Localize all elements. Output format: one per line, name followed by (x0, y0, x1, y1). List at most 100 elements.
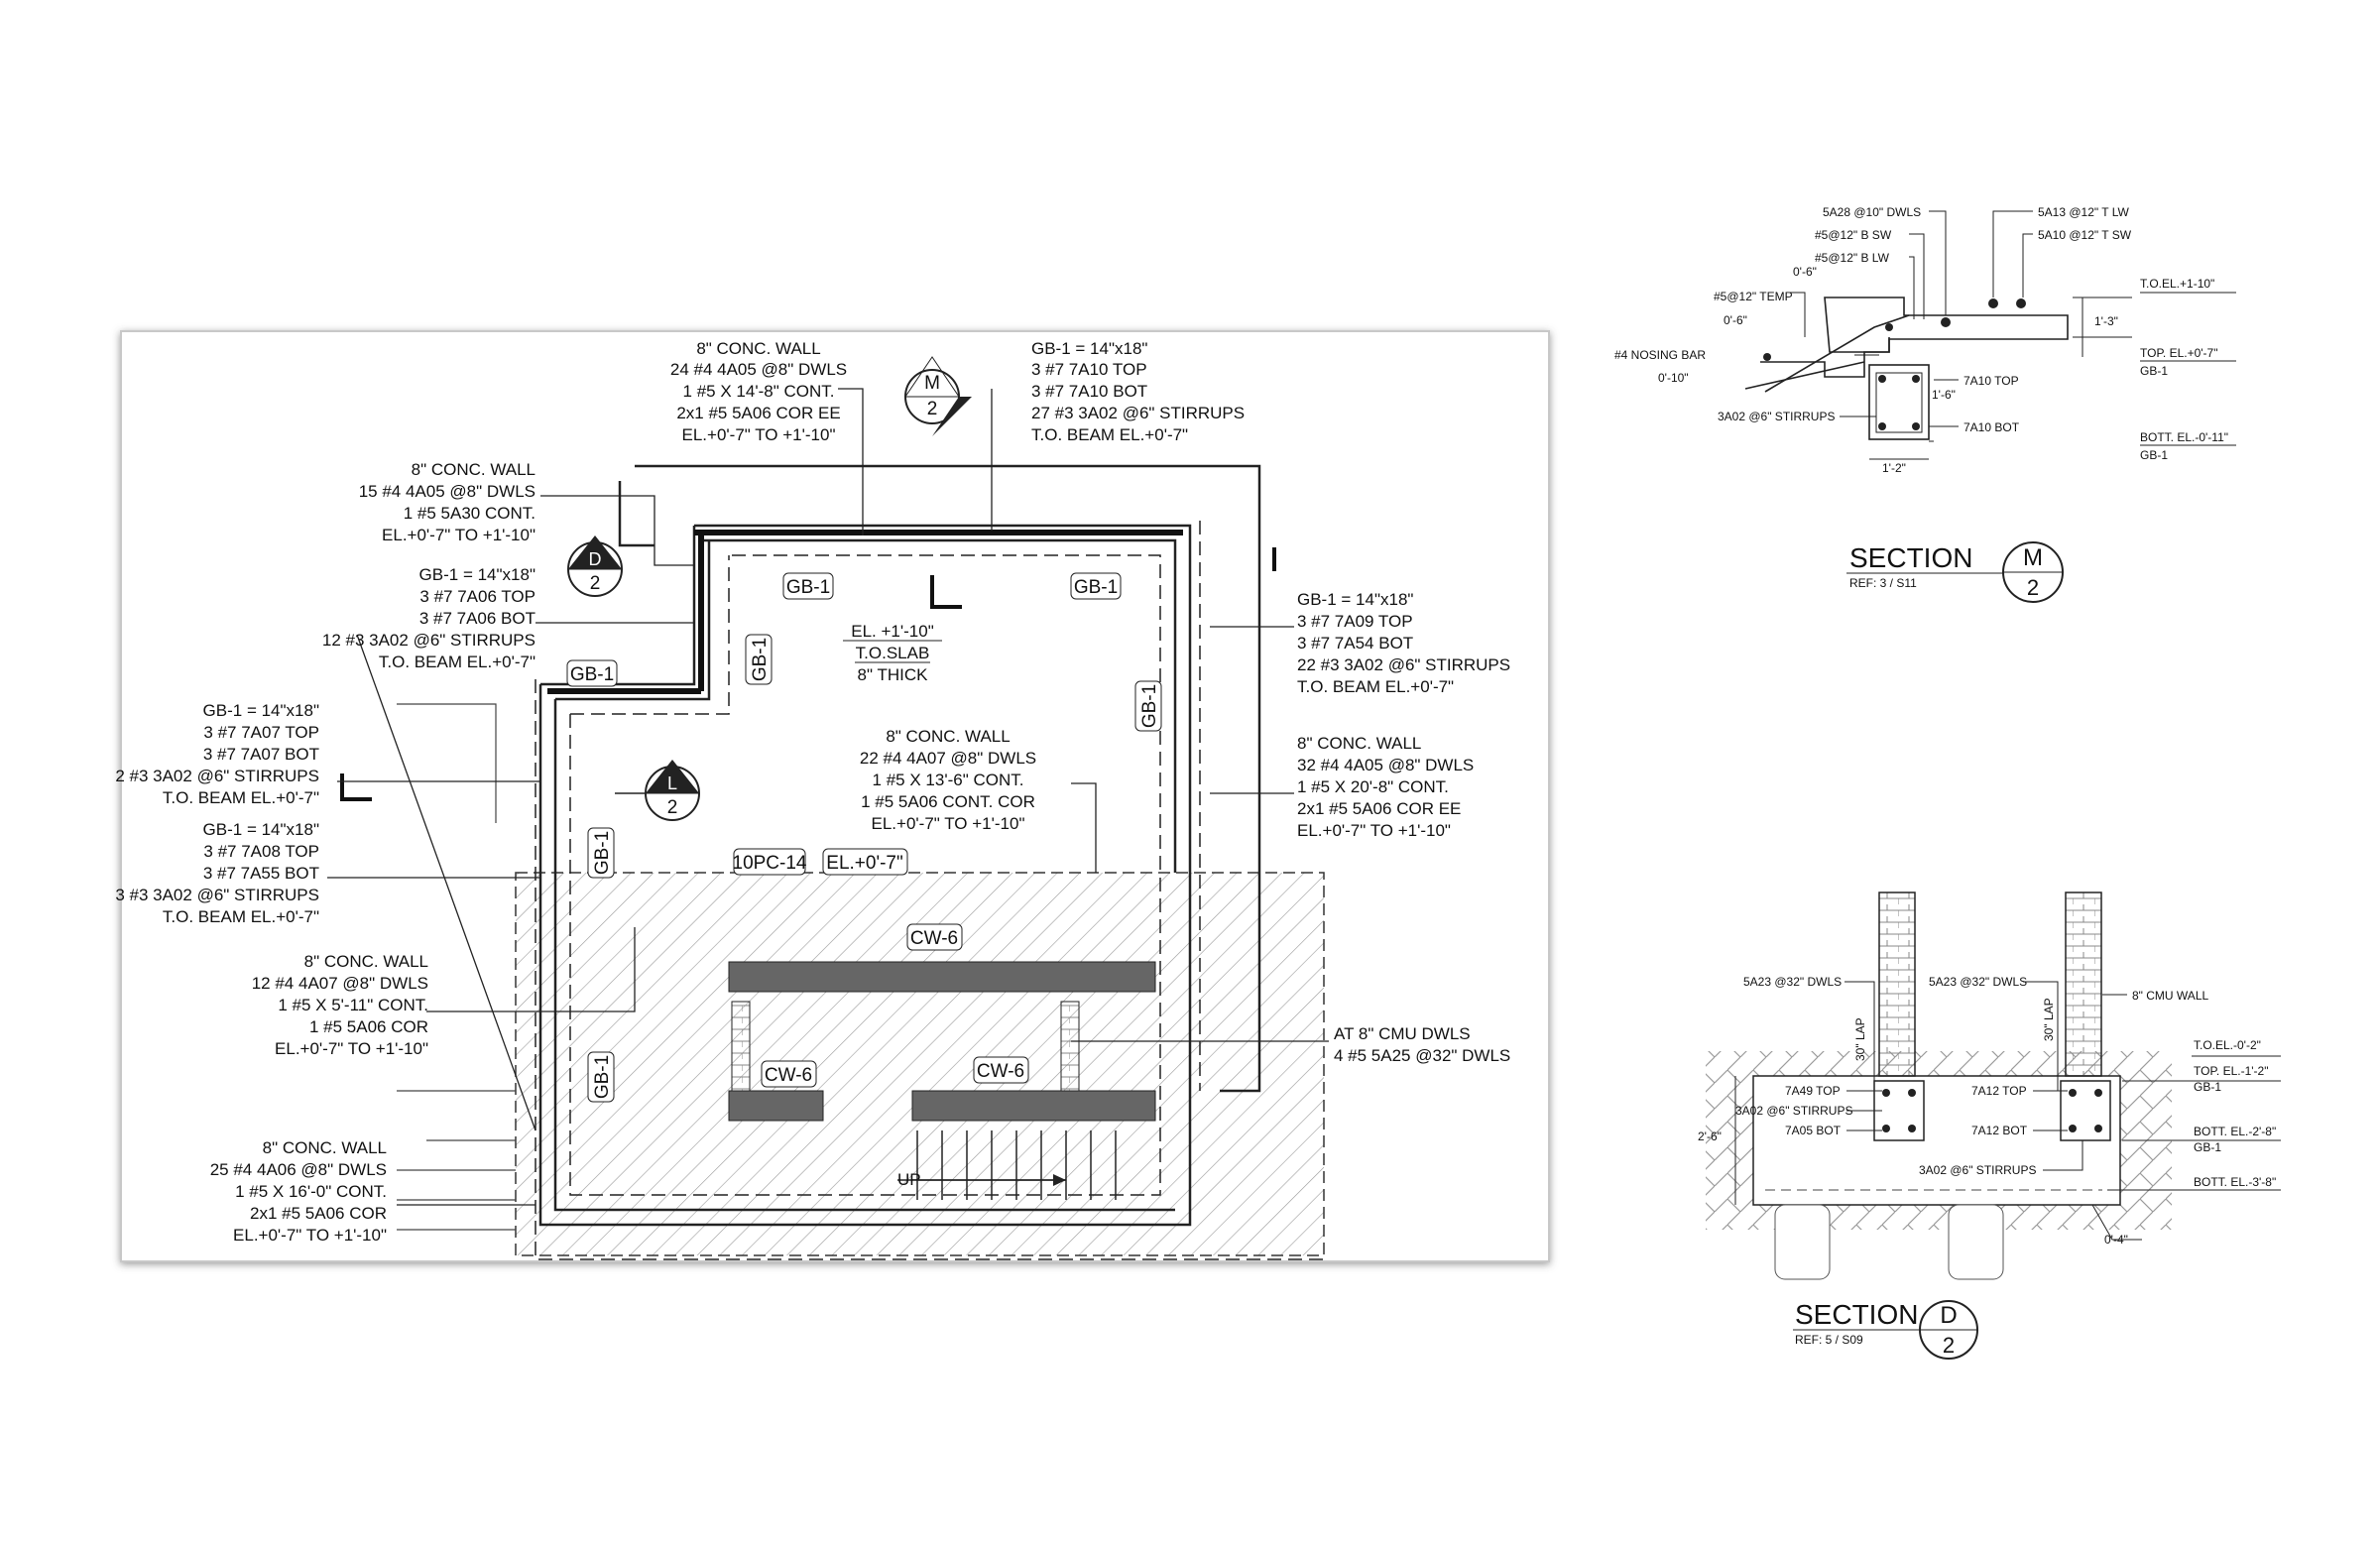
up-label: UP (897, 1170, 921, 1189)
el-tag: EL.+0'-7" (822, 848, 908, 876)
section-d-leaders (1734, 981, 2281, 1241)
svg-text:GB-1: GB-1 (2194, 1140, 2221, 1154)
svg-text:3 #7 7A07 TOP: 3 #7 7A07 TOP (203, 723, 319, 742)
section-m-rebar (1763, 298, 2026, 430)
svg-text:EL. +1'-10": EL. +1'-10" (851, 622, 933, 641)
svg-text:3 #7 7A08 TOP: 3 #7 7A08 TOP (203, 842, 319, 861)
left-stair-lines (397, 703, 516, 1231)
svg-text:T.O.EL.+1-10": T.O.EL.+1-10" (2140, 277, 2214, 291)
svg-text:EL.+0'-7" TO +1'-10": EL.+0'-7" TO +1'-10" (233, 1226, 387, 1245)
svg-text:GB-1 = 14"x18": GB-1 = 14"x18" (203, 820, 319, 839)
callout-left-gb-2: GB-1 = 14"x18" 3 #7 7A07 TOP 3 #7 7A07 B… (115, 701, 319, 807)
svg-text:EL.+0'-7" TO +1'-10": EL.+0'-7" TO +1'-10" (682, 425, 836, 444)
foundation-plan: GB-1 GB-1 GB-1 GB-1 GB-1 GB-1 GB-1 CW-6 (115, 330, 1550, 1262)
svg-text:T.O.SLAB: T.O.SLAB (856, 644, 930, 662)
svg-text:1'-6": 1'-6" (1932, 388, 1956, 402)
svg-text:1'-2": 1'-2" (1882, 461, 1906, 475)
svg-text:7A10 TOP: 7A10 TOP (1964, 374, 2019, 388)
svg-text:24 #4 4A05 @8" DWLS: 24 #4 4A05 @8" DWLS (670, 360, 847, 379)
svg-text:EL.+0'-7" TO +1'-10": EL.+0'-7" TO +1'-10" (382, 526, 536, 544)
svg-text:3 #7 7A06 BOT: 3 #7 7A06 BOT (419, 609, 536, 628)
svg-text:GB-1: GB-1 (1074, 577, 1118, 598)
svg-text:T.O.EL.-0'-2": T.O.EL.-0'-2" (2194, 1038, 2261, 1052)
svg-text:3A02 @6" STIRRUPS: 3A02 @6" STIRRUPS (1735, 1104, 1852, 1118)
svg-text:CW-6: CW-6 (765, 1065, 812, 1086)
section-m-geometry (1744, 297, 2069, 440)
svg-text:REF: 5 / S09: REF: 5 / S09 (1795, 1333, 1863, 1347)
svg-text:8" CONC. WALL: 8" CONC. WALL (263, 1138, 387, 1157)
svg-text:8" CONC. WALL: 8" CONC. WALL (886, 727, 1010, 746)
svg-text:EL.+0'-7" TO +1'-10": EL.+0'-7" TO +1'-10" (1297, 821, 1451, 840)
svg-text:TOP. EL.+0'-7": TOP. EL.+0'-7" (2140, 346, 2218, 360)
section-m-labels: 5A28 @10" DWLS #5@12" B SW #5@12" B LW 5… (1614, 205, 2236, 475)
svg-text:T.O. BEAM EL.+0'-7": T.O. BEAM EL.+0'-7" (163, 907, 319, 926)
slab-note: EL. +1'-10" T.O.SLAB 8" THICK (843, 622, 942, 684)
svg-text:SECTION: SECTION (1795, 1299, 1918, 1330)
svg-text:AT 8" CMU DWLS: AT 8" CMU DWLS (1334, 1024, 1471, 1043)
svg-text:5A23 @32" DWLS: 5A23 @32" DWLS (1929, 975, 2027, 989)
section-d-labels: 5A23 @32" DWLS 5A23 @32" DWLS 8" CMU WAL… (1698, 975, 2276, 1247)
gb1-tag-vertical-4: GB-1 (587, 1051, 615, 1103)
svg-text:7A12 BOT: 7A12 BOT (1971, 1124, 2028, 1137)
pc-tag: 10PC-14 (733, 848, 807, 876)
svg-text:7A49 TOP: 7A49 TOP (1785, 1084, 1841, 1098)
svg-text:27 #3 3A02 @6" STIRRUPS: 27 #3 3A02 @6" STIRRUPS (1031, 404, 1245, 422)
svg-text:T.O. BEAM EL.+0'-7": T.O. BEAM EL.+0'-7" (163, 788, 319, 807)
gb1-tag-top-right: GB-1 (1070, 572, 1122, 600)
svg-text:REF: 3 / S11: REF: 3 / S11 (1849, 576, 1917, 590)
svg-text:T.O. BEAM EL.+0'-7": T.O. BEAM EL.+0'-7" (379, 653, 536, 671)
callout-left-wall-3: 8" CONC. WALL 25 #4 4A06 @8" DWLS 1 #5 X… (210, 1138, 387, 1245)
svg-text:EL.+0'-7": EL.+0'-7" (826, 853, 902, 874)
svg-text:8" THICK: 8" THICK (858, 665, 929, 684)
svg-text:3 #7 7A54 BOT: 3 #7 7A54 BOT (1297, 634, 1413, 653)
svg-text:30" LAP: 30" LAP (2042, 998, 2056, 1041)
section-d-title: SECTION REF: 5 / S09 D 2 (1793, 1299, 1978, 1360)
svg-text:#4 NOSING BAR: #4 NOSING BAR (1614, 348, 1706, 362)
cw6-tag-top: CW-6 (906, 923, 963, 951)
section-m-title: SECTION REF: 3 / S11 M 2 (1846, 541, 2064, 603)
svg-text:10PC-14: 10PC-14 (733, 853, 807, 874)
svg-text:1 #5 X 13'-6" CONT.: 1 #5 X 13'-6" CONT. (873, 771, 1024, 789)
svg-text:TOP. EL.-1'-2": TOP. EL.-1'-2" (2194, 1064, 2268, 1078)
svg-text:SECTION: SECTION (1849, 542, 1972, 573)
svg-text:1 #5 5A30 CONT.: 1 #5 5A30 CONT. (404, 504, 536, 523)
svg-text:5A13 @12" T LW: 5A13 @12" T LW (2038, 205, 2129, 219)
walls (535, 464, 1324, 1260)
section-bubble-d[interactable]: D 2 (567, 535, 623, 597)
cw6-bar-left (728, 1090, 824, 1122)
callout-right-gb: GB-1 = 14"x18" 3 #7 7A09 TOP 3 #7 7A54 B… (1297, 590, 1510, 696)
svg-text:0'-10": 0'-10" (1658, 371, 1689, 385)
svg-text:GB-1: GB-1 (750, 638, 771, 681)
svg-text:4 #5 5A25 @32" DWLS: 4 #5 5A25 @32" DWLS (1334, 1046, 1510, 1065)
svg-text:2x1 #5 5A06 COR EE: 2x1 #5 5A06 COR EE (676, 404, 840, 422)
svg-text:GB-1: GB-1 (2140, 364, 2168, 378)
svg-text:1 #5 X 16'-0" CONT.: 1 #5 X 16'-0" CONT. (235, 1182, 387, 1201)
svg-text:EL.+0'-7" TO +1'-10": EL.+0'-7" TO +1'-10" (275, 1039, 428, 1058)
svg-text:T.O. BEAM EL.+0'-7": T.O. BEAM EL.+0'-7" (1297, 677, 1454, 696)
svg-text:7A12 TOP: 7A12 TOP (1971, 1084, 2027, 1098)
svg-text:3 #7 7A10 TOP: 3 #7 7A10 TOP (1031, 360, 1147, 379)
svg-text:8" CONC. WALL: 8" CONC. WALL (304, 952, 428, 971)
cmu-pier-left (731, 1001, 751, 1092)
svg-text:M: M (2023, 544, 2043, 571)
svg-text:BOTT. EL.-2'-8": BOTT. EL.-2'-8" (2194, 1125, 2276, 1138)
svg-text:1 #5 X 14'-8" CONT.: 1 #5 X 14'-8" CONT. (683, 382, 835, 401)
section-d-footing (1752, 1075, 2121, 1206)
svg-text:15 #4 4A05 @8" DWLS: 15 #4 4A05 @8" DWLS (359, 482, 536, 501)
svg-text:3 #7 7A06 TOP: 3 #7 7A06 TOP (419, 587, 536, 606)
svg-text:5A28 @10" DWLS: 5A28 @10" DWLS (1823, 205, 1921, 219)
svg-text:22 #4 4A07 @8" DWLS: 22 #4 4A07 @8" DWLS (860, 749, 1036, 768)
gb1-tag-vertical-2: GB-1 (1134, 680, 1162, 732)
section-bubble-l[interactable]: L 2 (645, 760, 700, 821)
svg-text:3A02 @6" STIRRUPS: 3A02 @6" STIRRUPS (1919, 1163, 2036, 1177)
gb1-tag-top-left: GB-1 (782, 572, 834, 600)
svg-text:3 #3 3A02 @6" STIRRUPS: 3 #3 3A02 @6" STIRRUPS (115, 886, 319, 904)
svg-text:2 #3 3A02 @6" STIRRUPS: 2 #3 3A02 @6" STIRRUPS (115, 767, 319, 785)
svg-text:EL.+0'-7" TO +1'-10": EL.+0'-7" TO +1'-10" (872, 814, 1025, 833)
svg-text:BOTT. EL.-3'-8": BOTT. EL.-3'-8" (2194, 1175, 2276, 1189)
svg-text:2: 2 (2027, 575, 2039, 600)
svg-text:1 #5 5A06 COR: 1 #5 5A06 COR (309, 1017, 428, 1036)
svg-text:1'-3": 1'-3" (2094, 314, 2118, 328)
section-bubble-m[interactable]: M 2 (904, 356, 972, 436)
